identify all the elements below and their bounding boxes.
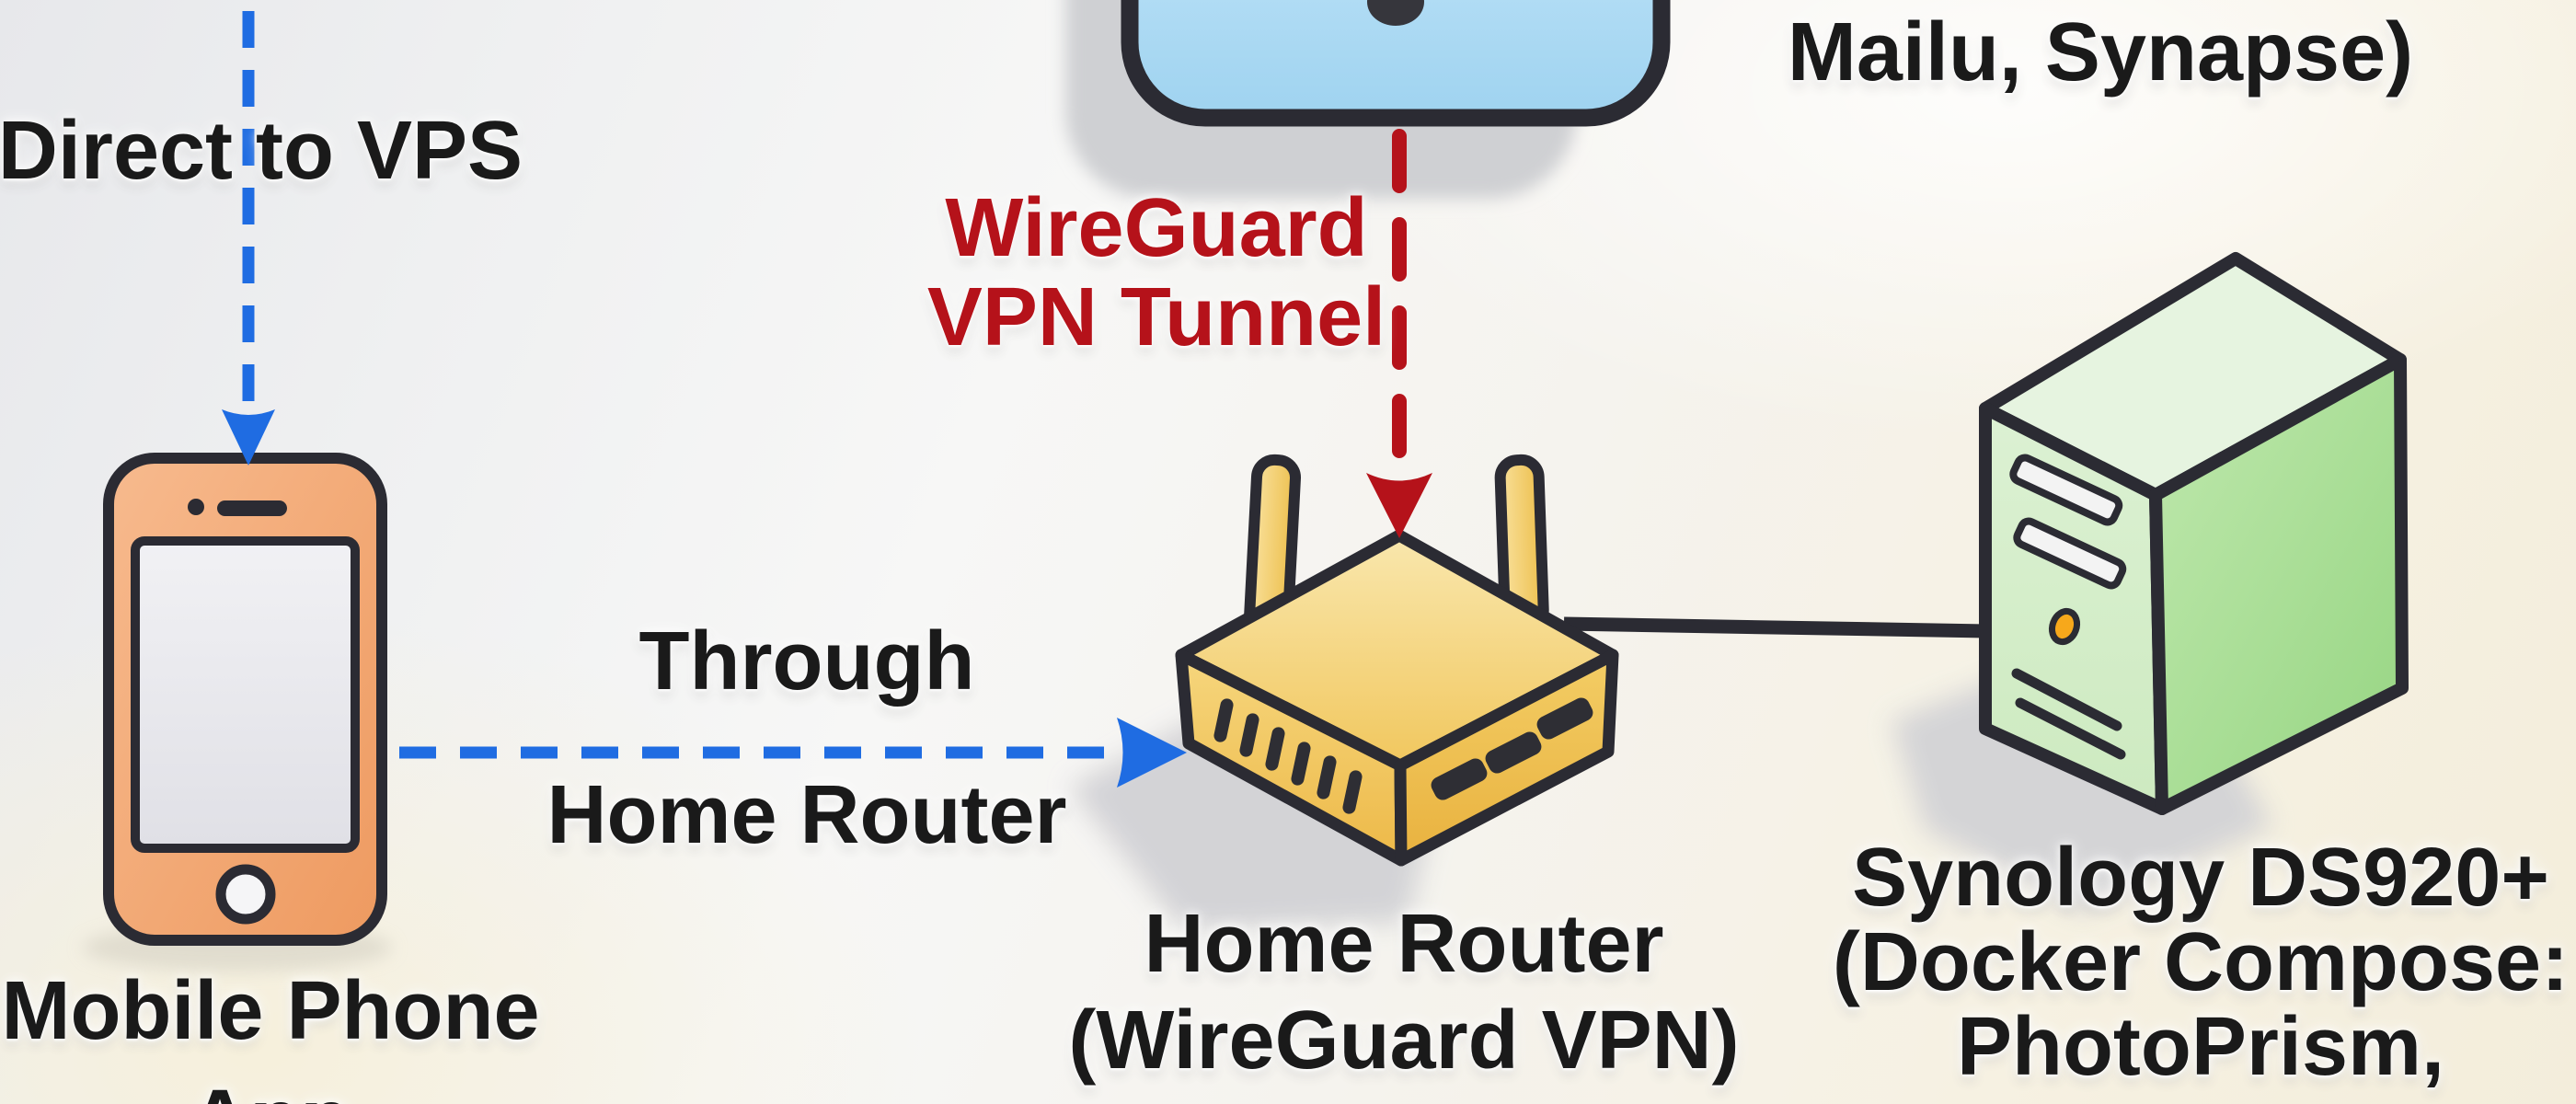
status-led [2048,607,2081,646]
vpn-tunnel-arrow [1366,129,1432,538]
wifi-router-icon [1175,454,1619,867]
mailu-synapse-label: Mailu, Synapse) [1787,6,2414,98]
vps-body [1121,0,1671,127]
vpn-tunnel-arrowhead [1366,473,1432,538]
lan-cable-line [1563,616,1988,638]
router-caption: Home Router (WireGuard VPN) [1068,896,1739,1089]
wireguard-tunnel-label-line1: WireGuard [945,182,1368,274]
drive-bay-slot-1 [2009,454,2123,526]
through-arrowhead [1117,718,1187,788]
wireguard-tunnel-label: WireGuard VPN Tunnel [927,184,1386,362]
through-label-line1: Through [638,615,975,707]
server-caption: Synology DS920+ (Docker Compose: PhotoPr… [1833,835,2569,1089]
direct-to-vps-label: Direct to VPS [0,105,523,197]
router-caption-line2: (WireGuard VPN) [1068,995,1740,1087]
phone-caption-line1: Mobile Phone [1,965,540,1057]
server-vent-lines [2011,668,2126,760]
server-caption-line2: (Docker Compose: [1832,916,2570,1008]
nas-server-icon [1979,252,2409,815]
server-right-face [2149,353,2409,815]
drive-bay-slot-2 [2013,517,2127,590]
router-caption-line1: Home Router [1144,898,1664,990]
router-vent-slots [1213,698,1363,814]
camera-dot [188,499,204,515]
phone-caption-line2: App [2,1065,540,1104]
home-button [215,864,276,925]
phone-screen [131,536,360,853]
server-caption-line3: PhotoPrism, [1956,1001,2445,1093]
router-port-slots [1431,697,1593,800]
mobile-phone-icon [103,453,387,946]
direct-to-vps-arrow [222,11,275,466]
through-label-line2: Home Router [546,769,1067,861]
through-router-arrow [399,718,1187,788]
vps-indicator-dot [1367,0,1424,26]
phone-caption: Mobile Phone App [2,957,540,1104]
cloud-vps-icon [1065,0,1671,199]
speaker-slit [217,500,287,516]
server-caption-line1: Synology DS920+ [1852,832,2549,924]
direct-arrowhead [222,409,275,466]
wireguard-tunnel-label-line2: VPN Tunnel [926,271,1386,363]
